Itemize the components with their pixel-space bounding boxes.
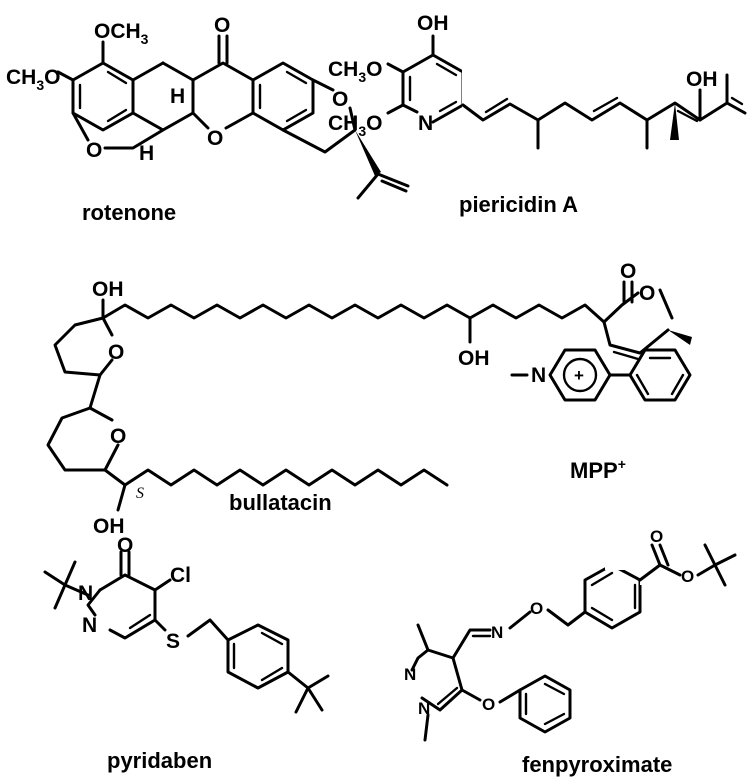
rotenone-h-top: H [170, 85, 185, 108]
rotenone-structure: OCH3 CH3O O O O O H H rotenone [6, 14, 410, 225]
fenpyroximate-ester [605, 530, 745, 587]
bullatacin-labels: OH OH OH O O O O S bullatacin [92, 260, 655, 538]
fenpyroximate-o-phenoxy: O [482, 695, 495, 714]
bullatacin-o-carbonyl: O [620, 260, 636, 283]
bullatacin-oh-bottom: OH [93, 515, 125, 538]
piericidin-a-labels: OH CH3O CH3O N OH piericidin A [328, 12, 718, 217]
fenpyroximate-o-carbonyl: O [650, 527, 663, 546]
mpp-ring-charge: + [574, 366, 584, 385]
bullatacin-o-ring1: O [108, 341, 124, 364]
bullatacin-o-ring-lactone: O [639, 282, 655, 305]
pyridaben-labels: O N N Cl S pyridaben [78, 534, 212, 773]
pyridaben-structure [43, 550, 330, 714]
pyridaben-label: pyridaben [107, 748, 212, 773]
rotenone-o-ring2: O [207, 127, 223, 150]
rotenone-methoxy-left: CH3O [6, 66, 60, 93]
bullatacin-oh-mid: OH [458, 347, 490, 370]
fenpyroximate-o-oxime: O [530, 599, 543, 618]
rotenone-o-ring1: O [86, 139, 102, 162]
mpp-label: MPP+ [570, 456, 626, 483]
piericidin-n-ring: N [418, 112, 433, 135]
bullatacin-label: bullatacin [229, 490, 332, 515]
pyridaben-cl: Cl [170, 564, 191, 587]
mpp-n-atom: N [531, 364, 546, 387]
fenpyroximate-o-ester: O [681, 567, 694, 586]
rotenone-h-bottom: H [139, 142, 154, 165]
fenpyroximate-n-oxime: N [491, 623, 503, 642]
rotenone-label: rotenone [82, 200, 176, 225]
rotenone-methoxy-top: OCH3 [94, 20, 149, 47]
piericidin-a-label: piericidin A [459, 192, 578, 217]
rotenone-o-carbonyl: O [214, 14, 230, 37]
fenpyroximate-structure [410, 546, 662, 742]
mpp-labels: N + MPP+ [531, 364, 626, 483]
bullatacin-stereo-label: S [136, 485, 144, 502]
fenpyroximate-labels: O O N O N N O fenpyroximate [404, 527, 694, 777]
piericidin-a-chain [461, 40, 750, 170]
pyridaben-n2: N [82, 614, 97, 637]
fenpyroximate-label: fenpyroximate [522, 752, 672, 777]
fenpyroximate-n2: N [418, 699, 430, 718]
bullatacin-structure [46, 280, 692, 512]
pyridaben-n1: N [78, 582, 93, 605]
rotenone-o-furan: O [332, 88, 348, 111]
bullatacin-o-ring2: O [110, 425, 126, 448]
piericidin-oh-ring: OH [417, 12, 449, 35]
fenpyroximate-n1: N [404, 665, 416, 684]
mpp-structure [510, 348, 692, 402]
piericidin-methoxy-1: CH3O [328, 58, 382, 85]
piericidin-oh-chain: OH [686, 68, 718, 91]
bullatacin-oh-top: OH [92, 278, 124, 301]
pyridaben-o-carbonyl: O [117, 534, 133, 557]
pyridaben-s: S [166, 630, 180, 653]
piericidin-methoxy-2: CH3O [328, 112, 382, 139]
